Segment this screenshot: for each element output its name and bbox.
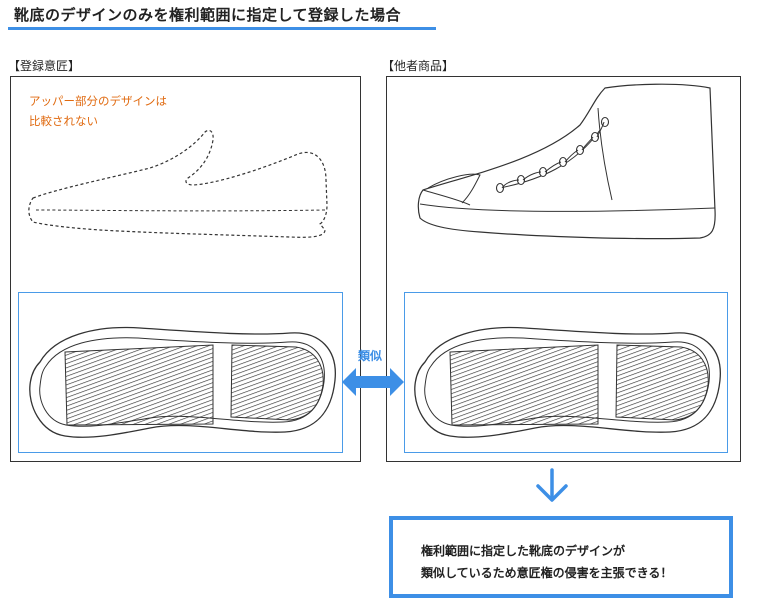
- result-box: 権利範囲に指定した靴底のデザインが 類似しているため意匠権の侵害を主張できる！: [389, 516, 733, 598]
- result-line-2: 類似しているため意匠権の侵害を主張できる！: [421, 562, 729, 584]
- result-line-1: 権利範囲に指定した靴底のデザインが: [421, 540, 729, 562]
